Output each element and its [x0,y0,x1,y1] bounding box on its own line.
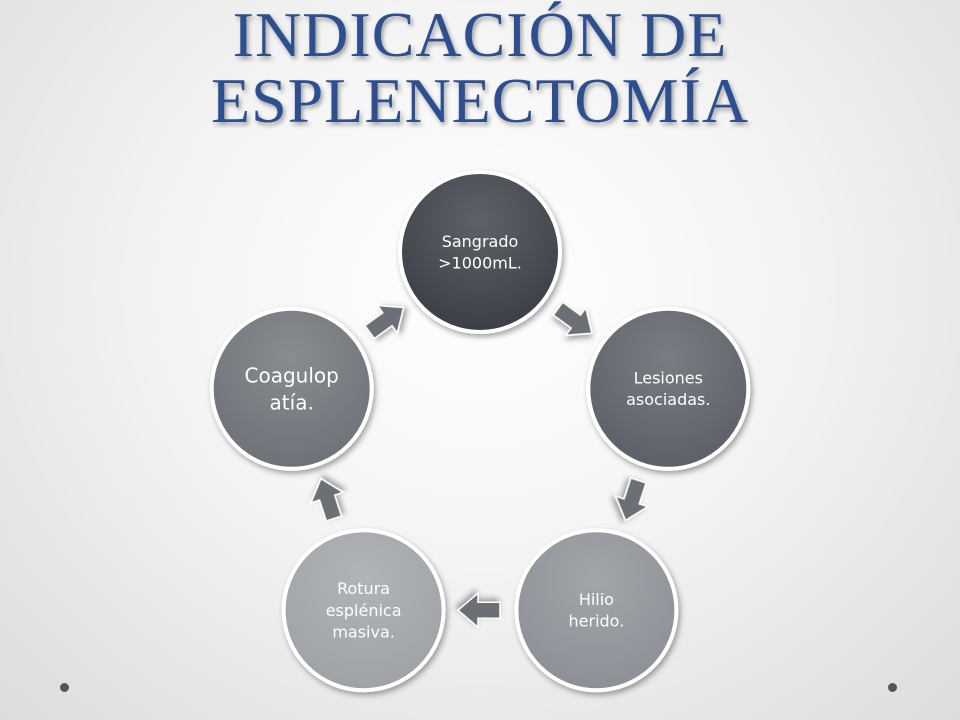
slide-title-line-1: INDICACIÓN DE [232,0,728,70]
cycle-node-gloss [518,532,675,689]
cycle-node-sangrado: Sangrado >1000mL. [398,170,562,334]
cycle-node-label: Hilio [579,590,614,609]
cycle-arrow [456,591,501,629]
cycle-node-hilio: Hilio herido. [514,528,679,693]
slide-title-line-2: ESPLENECTOMÍA [210,65,750,136]
cycle-node-label: herido. [569,612,625,631]
cycle-node-label: atía. [270,390,314,414]
cycle-node-gloss [213,310,370,467]
cycle-node-rotura: Rotura esplénica masiva. [281,528,446,693]
cycle-node-gloss [402,174,558,330]
cycle-node-gloss [285,532,442,689]
slide-bullet-right [888,683,897,692]
slide-title: INDICACIÓN DE ESPLENECTOMÍA [0,2,960,134]
cycle-node-label: Rotura [337,579,390,598]
cycle-node-label: Sangrado [442,232,519,251]
slide-bullet-left [60,683,69,692]
cycle-node-gloss [590,310,747,467]
cycle-node-label: Lesiones [634,369,703,388]
cycle-arrow [309,477,346,522]
cycle-arrow [552,301,593,337]
cycle-arrow [363,304,405,340]
cycle-node-coagulopatia: Coagulop atía. [209,306,374,471]
cycle-node-label: >1000mL. [438,253,522,272]
cycle-node-label: Coagulop [245,363,339,387]
cycle-arrow [614,477,650,522]
cycle-node-lesiones: Lesiones asociadas. [586,306,751,471]
cycle-node-label: asociadas. [626,390,710,409]
cycle-node-label: masiva. [332,622,395,641]
cycle-node-label: esplénica [326,601,402,620]
